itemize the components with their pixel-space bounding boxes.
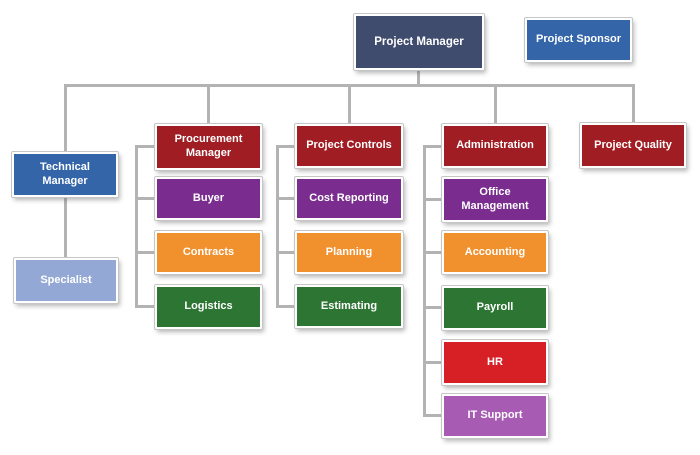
node-specialist: Specialist xyxy=(14,258,118,303)
connector-admin-bracket xyxy=(423,145,426,417)
node-label: Project Manager xyxy=(374,35,464,48)
connector-procurement-stub-4 xyxy=(135,305,156,308)
node-office-management: Office Management xyxy=(442,177,548,222)
node-label: Estimating xyxy=(320,299,378,312)
node-label: Project Sponsor xyxy=(536,33,621,46)
connector-admin-stub-3 xyxy=(423,251,443,254)
node-technical-manager: Technical Manager xyxy=(12,152,118,197)
connector-drop-technical-manager xyxy=(64,84,67,153)
node-label: Accounting xyxy=(464,245,526,258)
node-label: Project Quality xyxy=(594,138,672,151)
node-payroll: Payroll xyxy=(442,286,548,330)
node-project-quality: Project Quality xyxy=(580,123,686,168)
node-accounting: Accounting xyxy=(442,231,548,274)
connector-procurement-stub-2 xyxy=(135,197,156,200)
node-label: Cost Reporting xyxy=(309,191,389,204)
node-buyer: Buyer xyxy=(155,177,262,220)
node-label: Technical Manager xyxy=(40,160,90,187)
connector-procurement-stub-3 xyxy=(135,251,156,254)
node-label: Procurement Manager xyxy=(174,133,243,159)
node-label: HR xyxy=(487,355,503,368)
node-label: Project Controls xyxy=(306,139,392,152)
node-estimating: Estimating xyxy=(295,285,403,328)
connector-controls-stub-4 xyxy=(276,305,296,308)
node-label: Specialist xyxy=(40,273,92,286)
node-contracts: Contracts xyxy=(155,231,262,274)
node-it-support: IT Support xyxy=(442,394,548,438)
connector-drop-procurement xyxy=(207,84,210,125)
connector-admin-stub-6 xyxy=(423,414,443,417)
connector-drop-administration xyxy=(494,84,497,125)
node-cost-reporting: Cost Reporting xyxy=(295,177,403,220)
connector-procurement-bracket xyxy=(135,145,138,308)
connector-drop-project-controls xyxy=(348,84,351,125)
node-label: Contracts xyxy=(182,245,235,258)
connector-controls-stub-2 xyxy=(276,197,296,200)
node-administration: Administration xyxy=(442,124,548,168)
connector-admin-stub-1 xyxy=(423,145,443,148)
connector-technical-specialist xyxy=(64,196,67,259)
connector-procurement-stub-1 xyxy=(135,145,156,148)
node-label: Office Management xyxy=(461,185,529,212)
node-planning: Planning xyxy=(295,231,403,274)
node-label: Administration xyxy=(456,139,534,152)
node-procurement-manager: Procurement Manager xyxy=(155,124,262,170)
node-project-controls: Project Controls xyxy=(295,124,403,168)
node-label: Logistics xyxy=(184,300,233,313)
connector-admin-stub-5 xyxy=(423,361,443,364)
node-project-sponsor: Project Sponsor xyxy=(525,18,632,62)
connector-controls-stub-3 xyxy=(276,251,296,254)
connector-pm-drop xyxy=(417,70,420,86)
node-label: IT Support xyxy=(467,409,523,422)
node-label: Planning xyxy=(325,245,373,258)
node-label: Buyer xyxy=(192,191,225,204)
node-logistics: Logistics xyxy=(155,285,262,329)
node-label: Payroll xyxy=(476,301,514,314)
connector-admin-stub-4 xyxy=(423,306,443,309)
connector-admin-stub-2 xyxy=(423,198,443,201)
connector-controls-stub-1 xyxy=(276,145,296,148)
node-hr: HR xyxy=(442,340,548,385)
connector-controls-bracket xyxy=(276,145,279,308)
connector-drop-project-quality xyxy=(632,84,635,124)
node-project-manager: Project Manager xyxy=(354,14,484,70)
